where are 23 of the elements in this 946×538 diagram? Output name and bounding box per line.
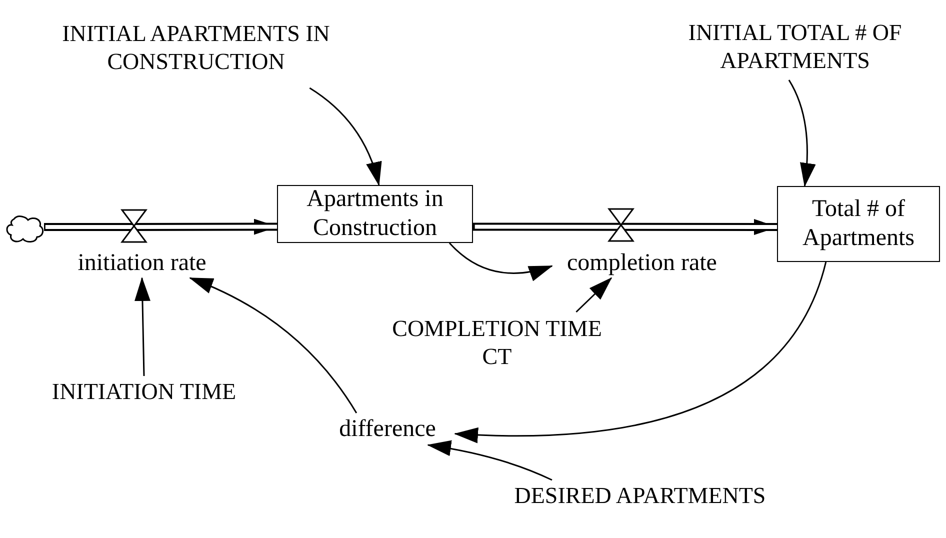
flow-pipe <box>44 218 278 235</box>
flow-pipe <box>473 219 778 236</box>
arrow <box>427 440 552 481</box>
variable-label: difference <box>339 414 436 444</box>
stock-name: Apartments in Construction <box>306 185 444 243</box>
stock-box <box>777 186 940 262</box>
rate-label: completion rate <box>567 248 717 278</box>
arrow <box>576 277 612 313</box>
arrow <box>134 277 150 376</box>
arrow <box>448 242 553 281</box>
arrow <box>454 262 827 443</box>
arrow <box>309 87 382 186</box>
variable-label: DESIRED APARTMENTS <box>514 482 766 510</box>
stock-box <box>277 185 473 243</box>
arrow <box>189 277 358 414</box>
stock-name: Total # of Apartments <box>802 195 916 253</box>
cloud-source <box>6 215 44 243</box>
arrow <box>788 80 816 187</box>
variable-label: INITIATION TIME <box>52 378 236 406</box>
rate-label: initiation rate <box>78 248 206 278</box>
variable-label: INITIAL TOTAL # OF APARTMENTS <box>687 19 903 75</box>
variable-label: COMPLETION TIME CT <box>391 315 603 371</box>
variable-label: INITIAL APARTMENTS IN CONSTRUCTION <box>61 20 331 76</box>
